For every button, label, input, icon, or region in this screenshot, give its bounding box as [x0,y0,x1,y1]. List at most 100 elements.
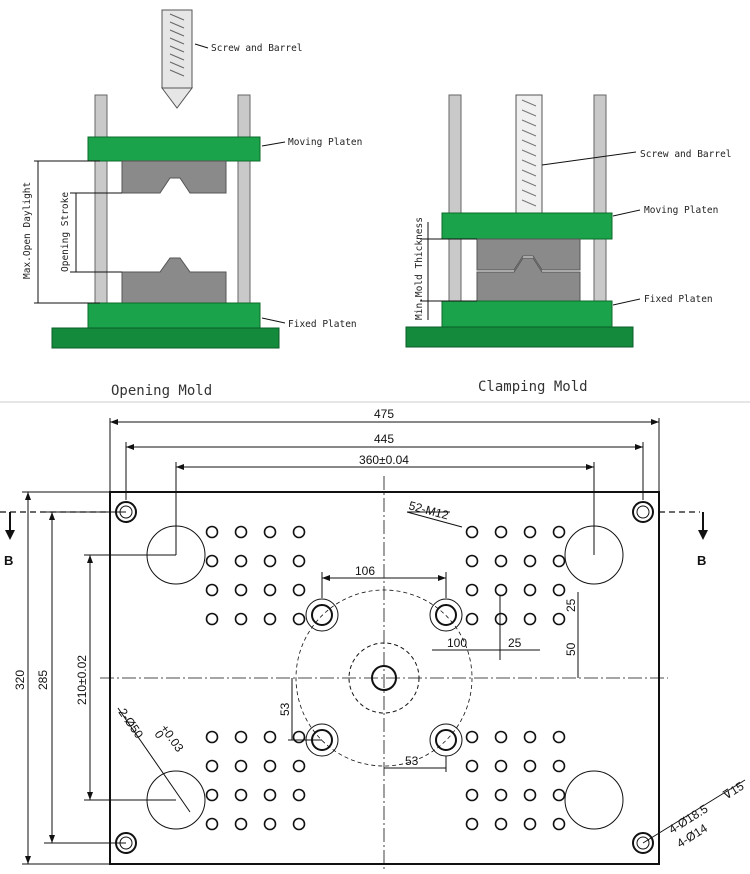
tie-rod [94,94,108,311]
m12-tapped-hole [263,612,277,626]
m12-tapped-hole [494,730,508,744]
m12-tapped-hole [234,612,248,626]
m12-tapped-hole [234,759,248,773]
dim-53-horizontal: 53 [405,754,419,768]
dim-210: 210±0.02 [75,655,89,705]
inner-boss [305,598,339,632]
m12-tapped-hole [552,788,566,802]
lower-mold-half [476,257,581,302]
m12-tapped-hole [552,612,566,626]
dim-25-vertical: 25 [564,598,578,612]
m12-tapped-hole [494,612,508,626]
fixed-platen [87,302,261,329]
tie-rod [448,94,462,328]
m12-tapped-hole [552,759,566,773]
max-daylight-label: Max.Open Daylight [22,182,33,279]
m12-hole-grid [205,525,566,831]
inner-boss [429,598,463,632]
note-bore-50: 2-Ø50 [116,706,147,742]
m12-tapped-hole [234,788,248,802]
m12-tapped-hole [292,612,306,626]
dim-445: 445 [374,432,394,446]
note-52-m12: 52-M12 [407,498,450,522]
m12-tapped-hole [494,817,508,831]
m12-tapped-hole [234,525,248,539]
section-label-left: B [4,553,13,568]
opening-stroke-label: Opening Stroke [60,192,71,272]
fixed-platen-label-2: Fixed Platen [644,294,713,305]
m12-tapped-hole [263,759,277,773]
bore-tolerance-upper: +0.03 [158,722,187,755]
m12-tapped-hole [494,788,508,802]
m12-tapped-hole [465,583,479,597]
m12-tapped-hole [263,583,277,597]
m12-tapped-hole [263,788,277,802]
m12-tapped-hole [205,730,219,744]
center-ring [348,642,420,714]
dim-100: 100 [447,636,467,650]
tie-bar-bore [146,770,206,830]
m12-tapped-hole [292,817,306,831]
m12-tapped-hole [523,759,537,773]
m12-tapped-hole [523,583,537,597]
m12-tapped-hole [523,730,537,744]
m12-tapped-hole [465,554,479,568]
m12-tapped-hole [494,583,508,597]
m12-tapped-hole [292,525,306,539]
m12-tapped-hole [263,525,277,539]
clamping-mold-caption: Clamping Mold [478,379,588,395]
moving-platen-label: Moving Platen [288,137,362,148]
tie-bar-bore [146,525,206,585]
m12-tapped-hole [205,583,219,597]
m12-tapped-hole [465,788,479,802]
lower-mold-half [121,257,227,304]
corner-hole [632,832,654,854]
dim-106: 106 [355,564,375,578]
dim-320: 320 [13,670,27,690]
dim-50: 50 [564,642,578,656]
m12-tapped-hole [205,817,219,831]
inner-boss [429,723,463,757]
m12-tapped-hole [205,612,219,626]
m12-tapped-hole [465,730,479,744]
machine-base [405,326,634,348]
moving-platen-label-2: Moving Platen [644,205,718,216]
m12-tapped-hole [552,554,566,568]
m12-tapped-hole [263,730,277,744]
m12-tapped-hole [465,612,479,626]
m12-tapped-hole [234,583,248,597]
min-thickness-label: Min.Mold Thickness [414,217,425,320]
tie-bar-bore [564,525,624,585]
tie-rod [237,94,251,311]
m12-tapped-hole [552,583,566,597]
dim-53-vertical: 53 [278,702,292,716]
platen-drawing: 475 445 360±0.04 320 285 210±0.02 [0,407,747,870]
m12-tapped-hole [263,817,277,831]
m12-tapped-hole [292,730,306,744]
m12-tapped-hole [494,759,508,773]
m12-tapped-hole [205,525,219,539]
m12-tapped-hole [205,788,219,802]
m12-tapped-hole [523,612,537,626]
m12-tapped-hole [234,817,248,831]
clamping-mold-illustration: Screw and Barrel Moving Platen Fixed Pla… [405,94,732,395]
opening-mold-caption: Opening Mold [111,383,212,399]
m12-tapped-hole [292,554,306,568]
upper-mold-half [476,238,581,271]
dim-475: 475 [374,407,394,421]
corner-hole [115,501,137,523]
dim-360: 360±0.04 [359,453,409,467]
m12-tapped-hole [552,817,566,831]
tie-bar-bore [564,770,624,830]
counterbore-depth: ⊽15 [720,779,746,803]
m12-tapped-hole [552,730,566,744]
m12-tapped-hole [234,730,248,744]
upper-mold-half [121,160,227,194]
locating-ring-pcd [295,589,473,767]
screw-label: Screw and Barrel [211,43,303,54]
m12-tapped-hole [205,759,219,773]
moving-platen [87,136,261,162]
m12-tapped-hole [465,759,479,773]
m12-tapped-hole [523,788,537,802]
